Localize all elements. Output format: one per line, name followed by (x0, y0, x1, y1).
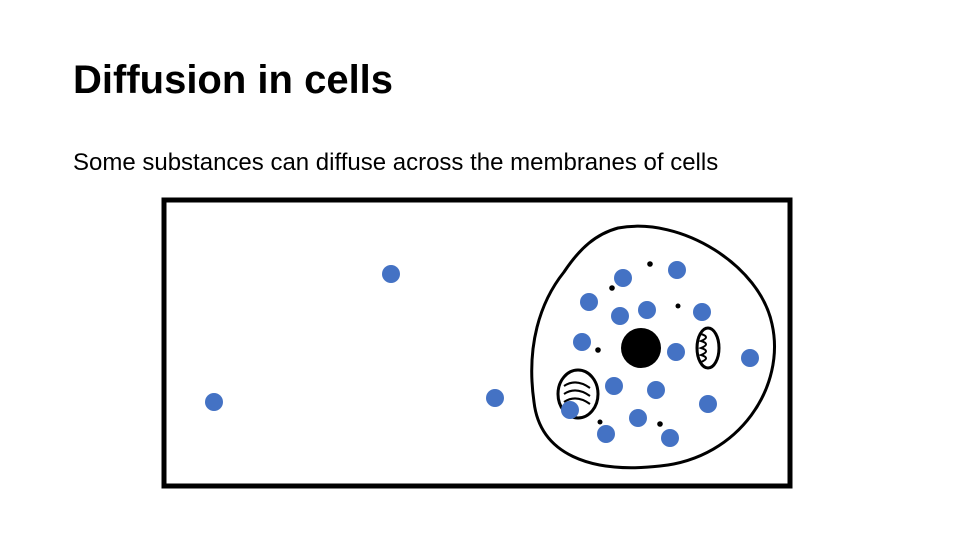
diffusion-diagram (161, 197, 793, 489)
slide-body-text: Some substances can diffuse across the m… (73, 149, 719, 176)
particle (573, 333, 591, 351)
particle (486, 389, 504, 407)
particle (667, 343, 685, 361)
particle (597, 425, 615, 443)
particle (611, 307, 629, 325)
particle (629, 409, 647, 427)
particle (382, 265, 400, 283)
particle (205, 393, 223, 411)
particle (741, 349, 759, 367)
particles-outside-cell (205, 265, 759, 411)
mitochondrion-icon (695, 326, 721, 370)
cell-nucleus (621, 328, 661, 368)
particle (580, 293, 598, 311)
particles-inside-cell (561, 261, 717, 447)
particle (638, 301, 656, 319)
particle (561, 401, 579, 419)
particle (647, 381, 665, 399)
particle (605, 377, 623, 395)
slide-title: Diffusion in cells (73, 58, 394, 102)
particle (661, 429, 679, 447)
particle (699, 395, 717, 413)
particle (668, 261, 686, 279)
particle (614, 269, 632, 287)
particle (693, 303, 711, 321)
